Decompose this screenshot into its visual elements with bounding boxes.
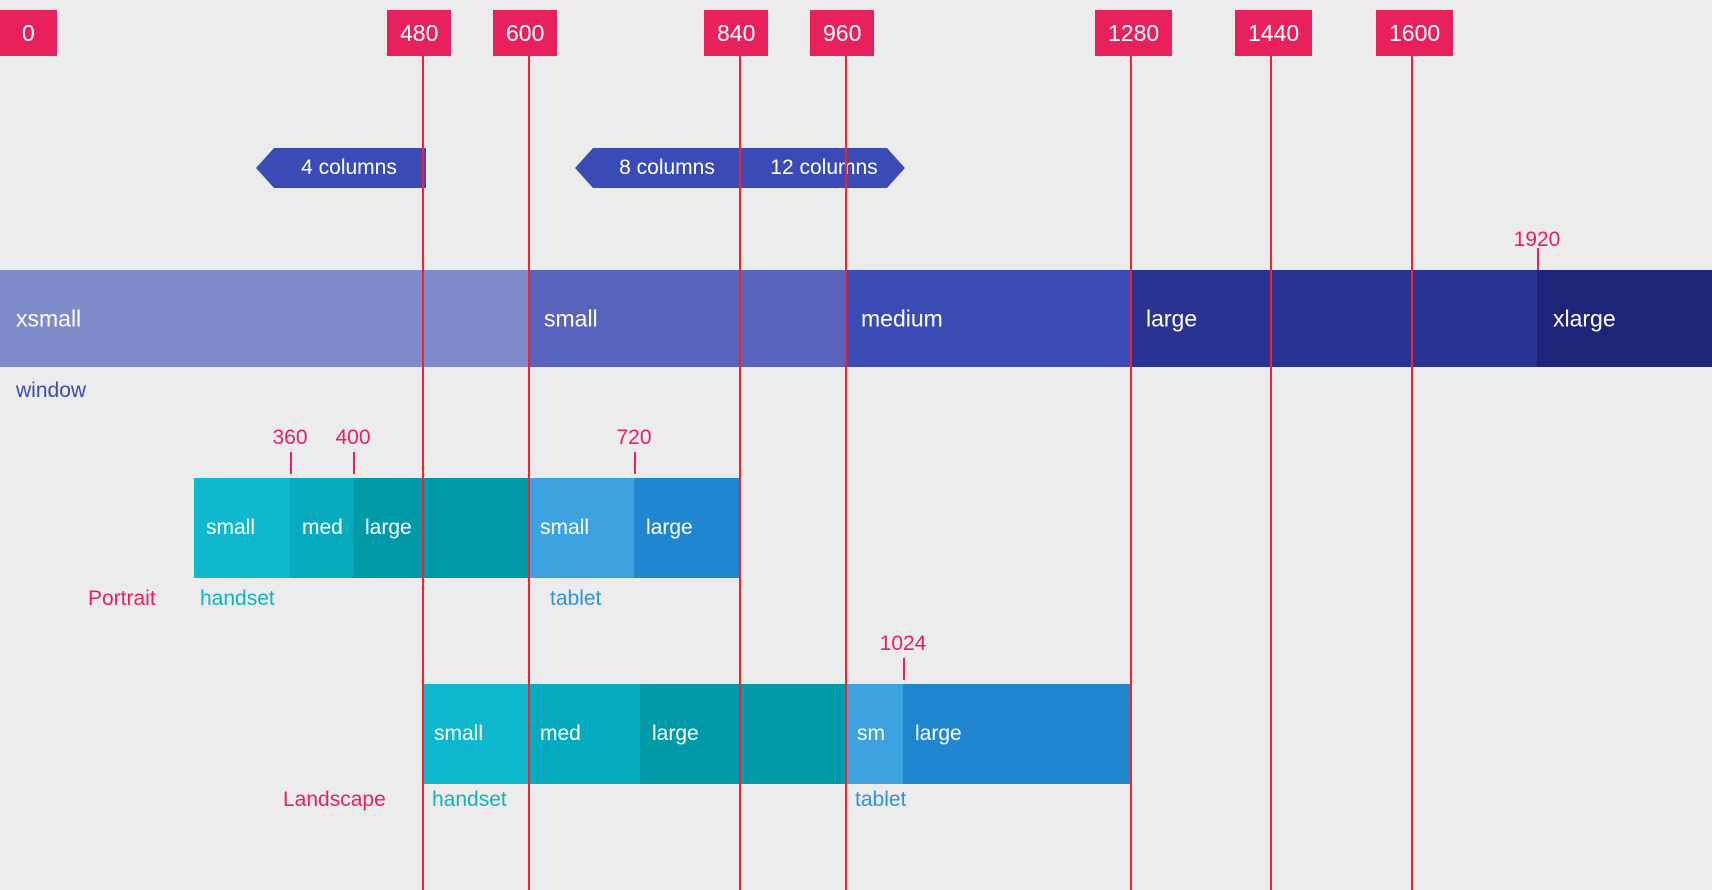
device-block-label: large [365,516,412,539]
column-bar-4-columns: 4 columns [256,148,426,188]
breakpoint-badge-1280: 1280 [1095,10,1173,56]
column-bar-label: 12 columns [770,156,878,179]
window-band-guide-480 [422,270,424,367]
device-block-label: sm [857,722,885,745]
guide-line-960 [845,52,847,890]
landscape-guide-600 [528,684,530,784]
device-block-label: small [540,516,590,539]
portrait-guide-840 [739,478,741,578]
window-segment-xlarge: xlarge [1537,270,1712,367]
window-segment-label: xsmall [16,305,82,331]
landscape-orientation-label: Landscape [283,788,386,811]
portrait-guide-480 [422,478,424,578]
column-bar-label: 4 columns [301,156,397,179]
tick-label-1024: 1024 [879,632,927,655]
landscape-guide-1440 [1270,684,1272,784]
guide-line-1280 [1130,52,1132,890]
window-band-guide-1600 [1411,270,1413,367]
portrait-guide-1440 [1270,478,1272,578]
landscape-caption-tablet: tablet [855,788,907,811]
portrait-handset-block-med: med [290,478,353,578]
column-bar-label: 8 columns [619,156,715,179]
tick-label-360: 360 [272,426,308,449]
tick-mark-1920 [1537,248,1539,270]
landscape-caption-handset: handset [432,788,507,811]
window-band-guide-600 [528,270,530,367]
portrait-handset-block-large: large [353,478,422,578]
device-block-label: med [540,722,581,745]
tick-label-400: 400 [335,426,371,449]
window-segment-label: xlarge [1553,305,1616,331]
tick-mark-1024 [903,658,905,680]
portrait-guide-1280 [1130,478,1132,578]
portrait-handset-block-blank [422,478,528,578]
portrait-guide-960 [845,478,847,578]
window-size-band: xsmall small medium large xlarge [0,270,1712,367]
breakpoint-badge-600: 600 [493,10,558,56]
landscape-tablet-block-sm: sm [845,684,903,784]
tick-mark-400 [353,452,355,474]
guide-line-600 [528,52,530,890]
tick-mark-360 [290,452,292,474]
column-bar-8-columns: 8 columns [575,148,743,188]
landscape-guide-960 [845,684,847,784]
portrait-guide-600 [528,478,530,578]
portrait-caption-tablet: tablet [550,587,602,610]
device-block-label: large [915,722,962,745]
column-bar-12-columns: 12 columns [743,148,905,188]
portrait-tablet-block-large: large [634,478,739,578]
portrait-tablet-block-small: small [528,478,634,578]
landscape-handset-block-blank [739,684,845,784]
window-segment-label: large [1146,305,1198,331]
breakpoint-badge-0: 0 [0,10,57,56]
device-block-label: large [646,516,693,539]
breakpoint-badge-840: 840 [704,10,769,56]
breakpoint-badge-480: 480 [387,10,452,56]
device-block-label: large [652,722,699,745]
breakpoint-badge-1600: 1600 [1376,10,1454,56]
guide-line-1440 [1270,52,1272,890]
landscape-handset-block-small: small [422,684,528,784]
column-bar-separator-960 [845,148,847,188]
portrait-orientation-label: Portrait [88,587,156,610]
window-band-caption: window [16,379,87,402]
landscape-guide-1280 [1130,684,1132,784]
tick-label-1920: 1920 [1513,228,1561,251]
window-segment-large: large [1130,270,1537,367]
tick-mark-720 [634,452,636,474]
window-band-guide-1440 [1270,270,1272,367]
landscape-guide-840 [739,684,741,784]
column-bar-separator-480 [422,148,424,188]
guide-line-480 [422,52,424,890]
landscape-tablet-block-large: large [903,684,1130,784]
portrait-handset-block-small: small [194,478,290,578]
device-block-label: small [206,516,256,539]
column-bar-separator-840 [739,148,741,188]
portrait-caption-handset: handset [200,587,275,610]
landscape-handset-block-large: large [640,684,739,784]
landscape-handset-block-med: med [528,684,640,784]
landscape-guide-480 [422,684,424,784]
guide-line-840 [739,52,741,890]
window-band-guide-840 [739,270,741,367]
device-block-label: med [302,516,343,539]
device-block-label: small [434,722,484,745]
window-segment-xsmall: xsmall [0,270,528,367]
landscape-guide-1600 [1411,684,1413,784]
window-segment-medium: medium [845,270,1130,367]
window-segment-label: medium [861,305,943,331]
window-band-guide-960 [845,270,847,367]
window-segment-small: small [528,270,845,367]
portrait-guide-1600 [1411,478,1413,578]
tick-label-720: 720 [616,426,652,449]
window-segment-label: small [544,305,598,331]
guide-line-1600 [1411,52,1413,890]
breakpoint-badge-1440: 1440 [1235,10,1313,56]
window-band-guide-1280 [1130,270,1132,367]
breakpoint-badge-960: 960 [810,10,875,56]
